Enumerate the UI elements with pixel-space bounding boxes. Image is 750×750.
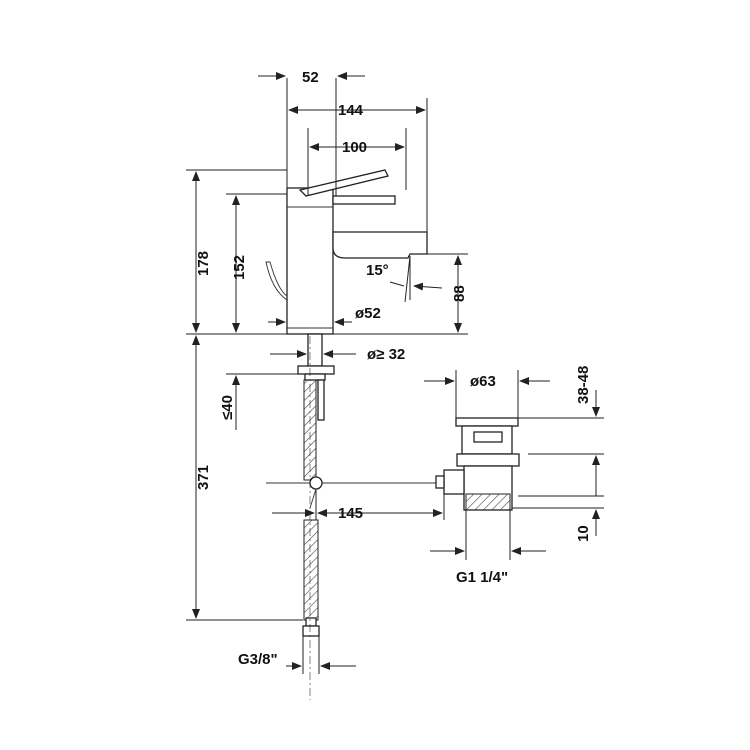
dimension-labels: 52 144 100 178 152 15° 88 ø52 ø≥ 32 ≤40 … <box>195 69 592 668</box>
dim-152: 152 <box>231 255 248 280</box>
dim-88: 88 <box>451 285 468 302</box>
dim-38-48: 38-48 <box>575 366 592 404</box>
pop-up-rod <box>266 476 444 509</box>
dim-145: 145 <box>338 505 363 522</box>
dim-dia-63: ø63 <box>470 373 496 390</box>
dimension-lines <box>186 72 604 700</box>
dim-178: 178 <box>195 251 212 276</box>
waste-drain <box>435 417 520 511</box>
dim-52-top: 52 <box>302 69 319 86</box>
dim-371: 371 <box>195 465 212 490</box>
dim-dia-52: ø52 <box>355 305 381 322</box>
dim-le-40: ≤40 <box>219 395 236 420</box>
dim-dia-ge-32: ø≥ 32 <box>367 346 405 363</box>
dim-g3-8-thread: G3/8" <box>238 651 278 668</box>
faucet-body <box>265 169 428 335</box>
dim-10: 10 <box>575 525 592 542</box>
dim-g1-1-4-thread: G1 1/4" <box>456 569 508 586</box>
dim-144: 144 <box>338 102 364 119</box>
dim-15-degree: 15° <box>366 262 389 279</box>
dim-100: 100 <box>342 139 367 156</box>
